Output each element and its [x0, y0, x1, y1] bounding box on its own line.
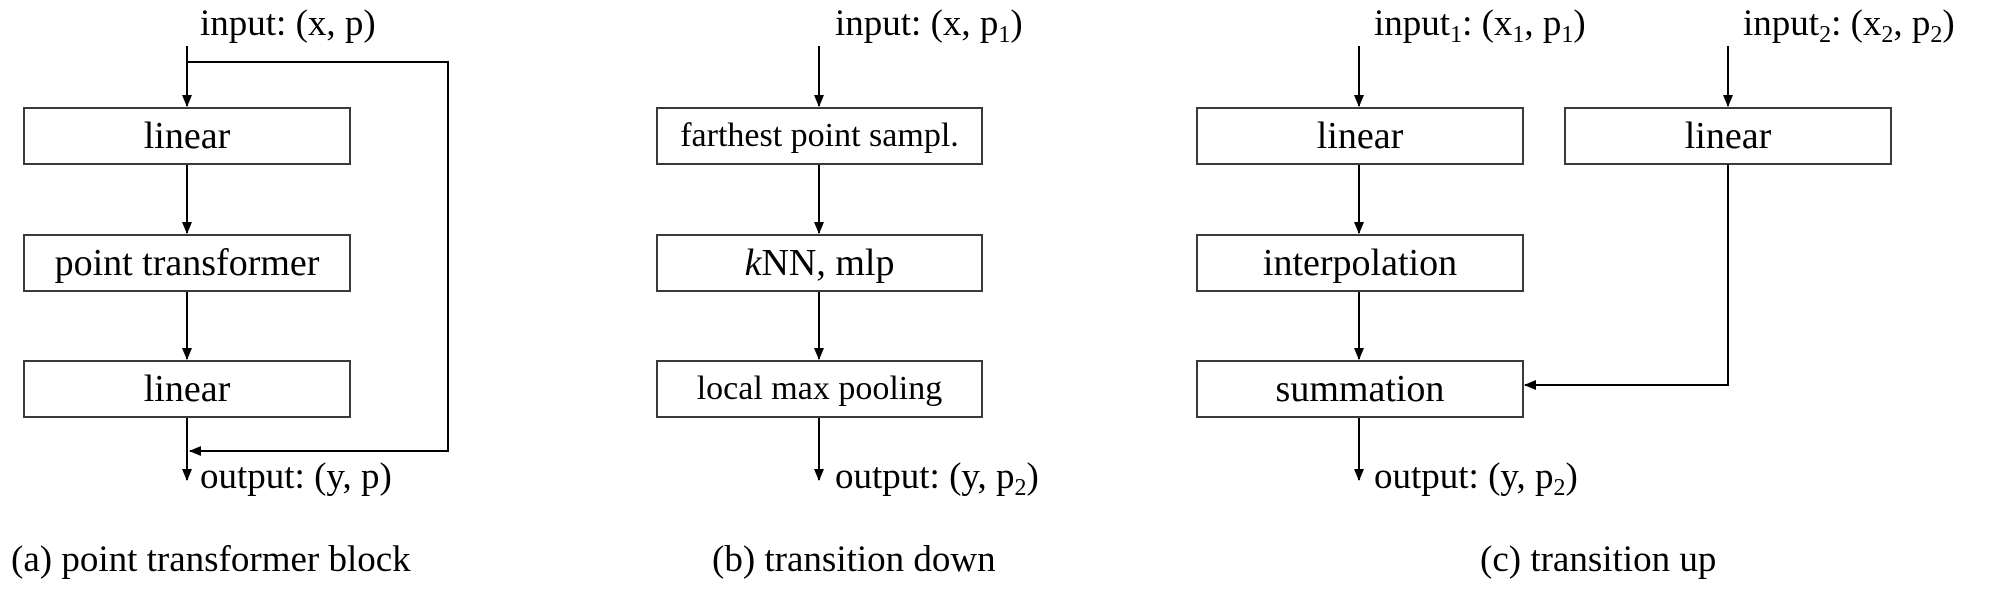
- panel-b-output-label: output: (y, p2): [835, 456, 1039, 501]
- panel-c-caption: (c) transition up: [1480, 539, 1717, 580]
- knn-mlp-text: NN, mlp: [761, 242, 895, 284]
- panel-a-linear-bottom: linear: [23, 360, 351, 418]
- panel-c-input1-label: input1: (x1, p1): [1374, 3, 1586, 48]
- panel-b-local-max-pooling: local max pooling: [656, 360, 983, 418]
- panel-c-output-label: output: (y, p2): [1374, 456, 1578, 501]
- panel-a-point-transformer: point transformer: [23, 234, 351, 292]
- panel-c-interpolation: interpolation: [1196, 234, 1524, 292]
- panel-a-caption: (a) point transformer block: [11, 539, 411, 580]
- panel-a-output-label: output: (y, p): [200, 456, 392, 497]
- panel-b-farthest-point-sampling: farthest point sampl.: [656, 107, 983, 165]
- panel-a-linear-top: linear: [23, 107, 351, 165]
- panel-c-linear-left: linear: [1196, 107, 1524, 165]
- arrow-c-linear2-sum: [1524, 165, 1729, 390]
- panel-c-linear-right: linear: [1564, 107, 1892, 165]
- panel-b-input-label: input: (x, p1): [835, 3, 1023, 48]
- panel-c-summation: summation: [1196, 360, 1524, 418]
- panel-b-caption: (b) transition down: [712, 539, 996, 580]
- panel-c-input2-label: input2: (x2, p2): [1743, 3, 1955, 48]
- skip-connection-line: [187, 61, 449, 456]
- knn-k-letter: k: [744, 242, 762, 284]
- panel-a-input-label: input: (x, p): [200, 3, 376, 44]
